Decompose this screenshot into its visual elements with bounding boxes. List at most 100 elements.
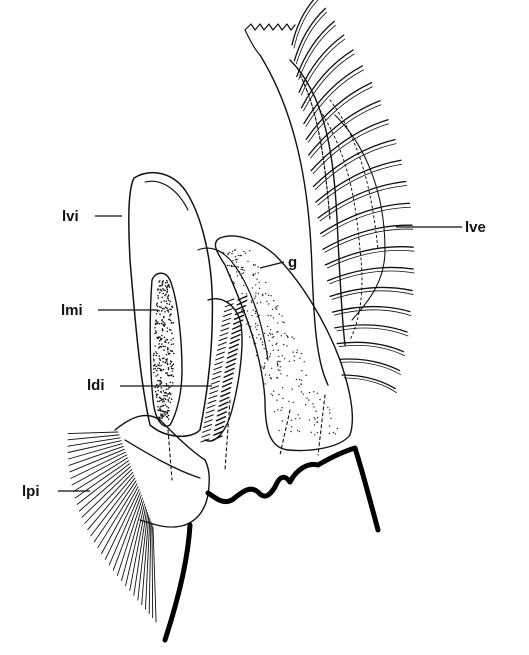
stipple-dot bbox=[171, 350, 173, 352]
stipple-dot bbox=[284, 333, 285, 334]
stipple-dot bbox=[243, 272, 244, 273]
stipple-dot bbox=[162, 319, 164, 321]
stipple-dot bbox=[164, 324, 166, 326]
palp-bristle bbox=[68, 444, 122, 459]
stipple-dot bbox=[161, 310, 163, 312]
stipple-dot bbox=[161, 343, 163, 345]
stipple-dot bbox=[157, 401, 159, 403]
stipple-dot bbox=[296, 379, 297, 380]
stipple-dot bbox=[168, 342, 170, 344]
stipple-dot bbox=[261, 374, 262, 375]
comb-tooth bbox=[212, 376, 220, 379]
stipple-dot bbox=[164, 322, 166, 324]
stipple-dot bbox=[165, 395, 167, 397]
stipple-dot bbox=[258, 293, 259, 294]
stipple-dot bbox=[166, 383, 168, 385]
stipple-dot bbox=[286, 335, 287, 336]
comb-tooth bbox=[224, 309, 232, 312]
stipple-dot bbox=[251, 302, 252, 303]
stipple-dot bbox=[287, 375, 288, 376]
comb-tooth bbox=[216, 357, 224, 360]
stipple-dot bbox=[156, 355, 158, 357]
stipple-dot bbox=[165, 398, 167, 400]
stipple-dot bbox=[265, 293, 266, 294]
stipple-dot bbox=[156, 397, 158, 399]
stipple-dot bbox=[159, 417, 161, 419]
stipple-dot bbox=[169, 329, 171, 331]
comb-tooth bbox=[221, 328, 229, 331]
stipple-dot bbox=[313, 406, 314, 407]
stipple-dot bbox=[294, 360, 295, 361]
stipple-dot bbox=[168, 368, 170, 370]
stipple-dot bbox=[172, 382, 174, 384]
stipple-dot bbox=[237, 275, 238, 276]
stipple-dot bbox=[167, 351, 169, 353]
stipple-dot bbox=[159, 362, 161, 364]
comb-tooth bbox=[219, 338, 227, 341]
stipple-dot bbox=[167, 282, 169, 284]
stipple-dot bbox=[232, 251, 233, 252]
stipple-dot bbox=[278, 394, 279, 395]
comb-tooth bbox=[223, 314, 231, 317]
stipple-dot bbox=[267, 326, 268, 327]
stipple-dot bbox=[168, 407, 170, 409]
stipple-dot bbox=[159, 336, 161, 338]
stipple-dot bbox=[167, 412, 169, 414]
stipple-dot bbox=[162, 399, 164, 401]
stipple-dot bbox=[167, 339, 169, 341]
stipple-dot bbox=[275, 307, 276, 308]
stipple-dot bbox=[173, 376, 175, 378]
comb-tooth bbox=[217, 412, 226, 416]
stipple-dot bbox=[170, 393, 172, 395]
comb-tooth bbox=[220, 333, 228, 336]
stipple-dot bbox=[154, 365, 156, 367]
stipple-dot bbox=[247, 310, 248, 311]
bristle-edge bbox=[320, 186, 407, 221]
stipple-dot bbox=[155, 351, 157, 353]
stipple-dot bbox=[290, 431, 291, 432]
stipple-dot bbox=[303, 394, 304, 395]
stipple-dot bbox=[162, 321, 164, 323]
palp-bristle bbox=[98, 484, 137, 548]
stipple-dot bbox=[235, 256, 236, 257]
stipple-dot bbox=[167, 284, 169, 286]
comb-tooth bbox=[213, 371, 221, 374]
comb-tooth bbox=[217, 352, 225, 355]
stipple-dot bbox=[271, 378, 272, 379]
stipple-dot bbox=[273, 336, 274, 337]
stipple-dot bbox=[168, 295, 170, 297]
stipple-dot bbox=[168, 410, 170, 412]
stipple-dot bbox=[289, 361, 290, 362]
stipple-dot bbox=[280, 410, 281, 411]
stipple-dot bbox=[155, 375, 157, 377]
stipple-dot bbox=[173, 353, 175, 355]
stipple-dot bbox=[230, 275, 231, 276]
stipple-dot bbox=[231, 253, 232, 254]
stipple-dot bbox=[160, 307, 162, 309]
stipple-dot bbox=[164, 346, 166, 348]
stipple-dot bbox=[163, 369, 165, 371]
stipple-dot bbox=[166, 280, 168, 282]
stipple-dot bbox=[167, 327, 169, 329]
comb-tooth bbox=[226, 299, 234, 302]
bristle-edge bbox=[315, 144, 396, 190]
stipple-dot bbox=[299, 418, 300, 419]
stipple-dot bbox=[291, 420, 292, 421]
stipple-dot bbox=[164, 341, 166, 343]
stipple-dot bbox=[154, 345, 156, 347]
stipple-dot bbox=[162, 280, 164, 282]
stipple-dot bbox=[157, 288, 159, 290]
stipple-dot bbox=[166, 291, 168, 293]
stipple-dot bbox=[264, 365, 265, 366]
comb-tooth bbox=[224, 373, 233, 377]
stipple-dot bbox=[277, 322, 278, 323]
stipple-dot bbox=[163, 390, 165, 392]
stipple-dot bbox=[239, 255, 240, 256]
stipple-dot bbox=[263, 367, 264, 368]
palp-bristle bbox=[82, 469, 132, 517]
stipple-dot bbox=[159, 314, 161, 316]
stipple-dot bbox=[306, 398, 307, 399]
stipple-dot bbox=[329, 433, 330, 434]
label-lve: lve bbox=[465, 219, 486, 236]
stipple-dot bbox=[276, 306, 277, 307]
